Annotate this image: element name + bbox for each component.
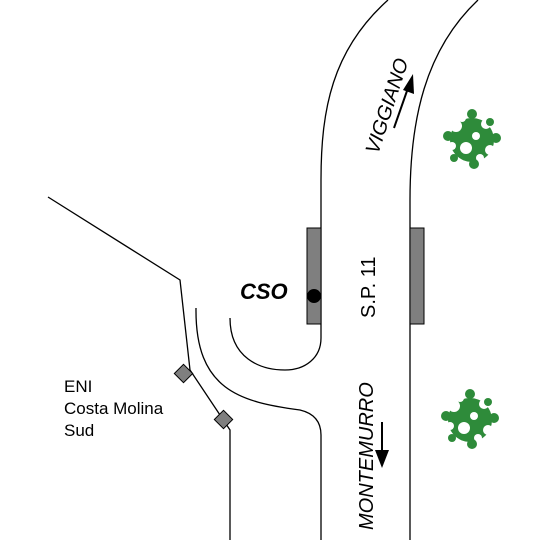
tree-icon [441, 389, 499, 449]
site-label-line-1: ENI [64, 377, 92, 396]
road-name-label: S.P. 11 [358, 256, 380, 318]
road-sp11 [320, 0, 479, 540]
road-east-edge [409, 0, 479, 540]
station-label: CSO [240, 279, 288, 304]
gate-marker-icon [213, 409, 234, 430]
station-dot-icon [307, 289, 321, 303]
tree-icon [443, 109, 501, 169]
gate-marker-icon [173, 363, 194, 384]
barrier-west [306, 227, 322, 325]
site-label-line-3: Sud [64, 421, 94, 440]
road-west-edge [320, 0, 389, 338]
access-road [47, 196, 322, 540]
arrow-down-icon [375, 422, 389, 468]
access-road-inner-curve [229, 317, 322, 371]
arrow-up-icon [393, 74, 414, 129]
barrier-east [409, 227, 425, 325]
site-label: ENI Costa Molina Sud [64, 377, 168, 440]
direction-south-label: MONTEMURRO [356, 382, 378, 530]
fence-line [47, 196, 231, 540]
direction-north-label: VIGGIANO [362, 56, 413, 157]
access-road-outer-edge [195, 307, 322, 436]
site-label-line-2: Costa Molina [64, 399, 164, 418]
